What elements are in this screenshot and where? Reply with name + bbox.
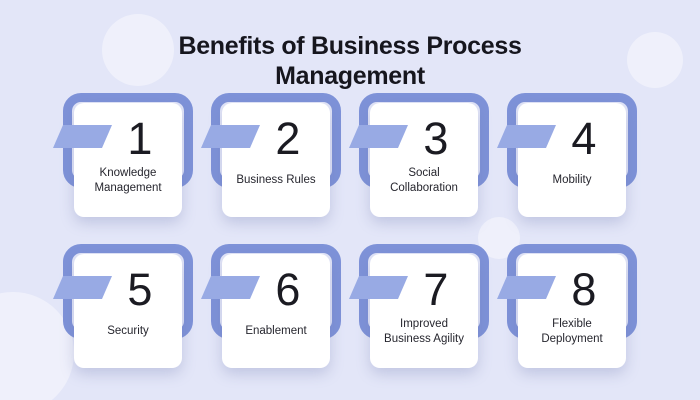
- card-label: Social Collaboration: [374, 161, 474, 201]
- ribbon-flag-shape: [53, 276, 112, 299]
- card-number: 6: [275, 264, 301, 315]
- card-label-line-1: Flexible: [552, 317, 592, 330]
- card-label-line-1: Knowledge: [99, 166, 157, 179]
- card-number: 2: [275, 113, 301, 164]
- decor-circle: [627, 32, 683, 88]
- card-label: Mobility: [522, 161, 622, 201]
- ribbon-flag-shape: [53, 125, 112, 148]
- card-label: Flexible Deployment: [522, 312, 622, 352]
- card-label-line-1: Enablement: [245, 325, 307, 338]
- card-number: 5: [127, 264, 153, 315]
- benefit-card-flexible-deployment: 8 Flexible Deployment: [497, 244, 637, 368]
- benefit-card-enablement: 6 Enablement: [201, 244, 341, 368]
- card-label: Security: [78, 312, 178, 352]
- card-number: 1: [127, 113, 153, 164]
- ribbon-flag-shape: [201, 125, 260, 148]
- title-line-1: Benefits of Business Process: [178, 31, 522, 60]
- card-label-line-1: Business Rules: [236, 174, 316, 187]
- ribbon-flag-shape: [497, 125, 556, 148]
- ribbon-flag-shape: [349, 276, 408, 299]
- card-label-line-2: Collaboration: [390, 182, 458, 194]
- page-title: Benefits of Business Process Management: [0, 31, 700, 91]
- card-label-line-2: Management: [94, 182, 162, 194]
- card-panel: 8 Flexible Deployment: [518, 254, 626, 368]
- card-panel: 6 Enablement: [222, 254, 330, 368]
- card-panel: 2 Business Rules: [222, 103, 330, 217]
- card-label-line-2: Deployment: [541, 333, 603, 345]
- card-panel: 5 Security: [74, 254, 182, 368]
- benefit-card-social-collaboration: 3 Social Collaboration: [349, 93, 489, 217]
- card-label: Improved Business Agility: [374, 312, 474, 352]
- card-number: 4: [571, 113, 597, 164]
- benefit-card-security: 5 Security: [53, 244, 193, 368]
- card-label: Enablement: [226, 312, 326, 352]
- benefit-card-improved-business-agility: 7 Improved Business Agility: [349, 244, 489, 368]
- benefit-card-knowledge-management: 1 Knowledge Management: [53, 93, 193, 217]
- ribbon-flag-shape: [497, 276, 556, 299]
- card-panel: 1 Knowledge Management: [74, 103, 182, 217]
- card-label-line-2: Business Agility: [384, 333, 464, 345]
- benefit-card-mobility: 4 Mobility: [497, 93, 637, 217]
- card-label-line-1: Mobility: [552, 174, 592, 187]
- ribbon-flag-shape: [201, 276, 260, 299]
- benefit-card-business-rules: 2 Business Rules: [201, 93, 341, 217]
- card-label-line-1: Social: [408, 166, 440, 179]
- card-panel: 3 Social Collaboration: [370, 103, 478, 217]
- card-panel: 7 Improved Business Agility: [370, 254, 478, 368]
- benefits-grid: 1 Knowledge Management 2 Business Rules: [53, 93, 637, 368]
- ribbon-flag-shape: [349, 125, 408, 148]
- card-label-line-1: Security: [107, 325, 149, 338]
- card-label: Knowledge Management: [78, 161, 178, 201]
- title-line-2: Management: [275, 61, 425, 90]
- card-panel: 4 Mobility: [518, 103, 626, 217]
- card-number: 7: [423, 264, 449, 315]
- card-label-line-1: Improved: [400, 317, 448, 330]
- card-number: 3: [423, 113, 449, 164]
- card-label: Business Rules: [226, 161, 326, 201]
- card-number: 8: [571, 264, 597, 315]
- decor-circle: [102, 14, 174, 86]
